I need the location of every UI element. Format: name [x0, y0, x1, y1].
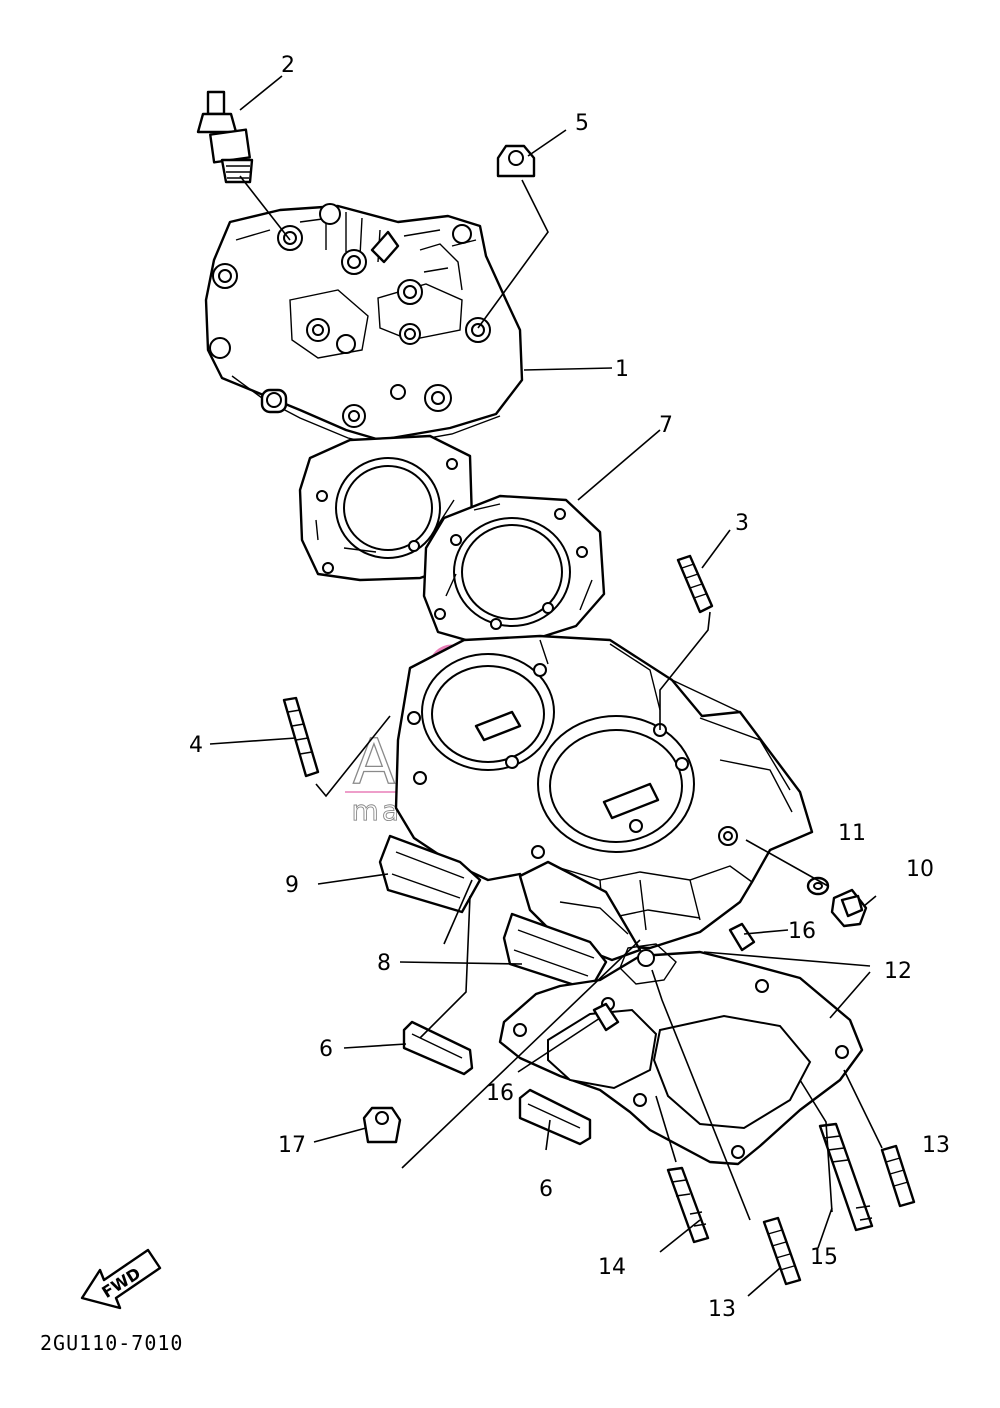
- part-label-4: 4: [189, 733, 203, 758]
- part-label-5: 5: [575, 111, 589, 136]
- cap-nut-top: [496, 144, 536, 178]
- part-label-10: 10: [906, 857, 934, 882]
- head-gasket-front: [422, 494, 606, 646]
- part-label-6-lower: 6: [539, 1177, 553, 1202]
- part-label-1: 1: [615, 357, 629, 382]
- grommet-lower: [518, 1088, 592, 1146]
- base-gasket: [498, 943, 864, 1166]
- bolt: [830, 888, 868, 928]
- spark-plug: [196, 90, 254, 184]
- part-label-7: 7: [659, 413, 673, 438]
- part-label-12: 12: [884, 959, 912, 984]
- part-label-13-right: 13: [922, 1133, 950, 1158]
- part-label-8: 8: [377, 951, 391, 976]
- washer: [806, 876, 830, 896]
- part-label-15: 15: [810, 1245, 838, 1270]
- cylinder-head: [204, 203, 524, 447]
- grommet-upper: [402, 1020, 474, 1076]
- stud-15: [818, 1122, 874, 1232]
- head-gasket-rear: [298, 434, 474, 582]
- fwd-arrow-icon: FWD: [80, 1248, 162, 1310]
- part-label-16-left: 16: [486, 1081, 514, 1106]
- leader-lines: [209, 75, 883, 1297]
- cylinder-block: [394, 634, 814, 962]
- part-label-17: 17: [278, 1133, 306, 1158]
- dowel-pin-left: [592, 1002, 620, 1032]
- stud-13-bottom: [762, 1216, 802, 1286]
- part-label-9: 9: [285, 873, 299, 898]
- stud-14: [666, 1166, 710, 1244]
- cap-nut-bottom: [362, 1106, 402, 1144]
- part-label-2: 2: [281, 53, 295, 78]
- stud-top-right: [676, 554, 714, 614]
- stud-13-right: [880, 1144, 916, 1208]
- stud-left: [282, 696, 320, 778]
- part-label-14: 14: [598, 1255, 626, 1280]
- exhaust-gasket-rear: [378, 834, 482, 914]
- part-label-16-right: 16: [788, 919, 816, 944]
- part-label-3: 3: [735, 511, 749, 536]
- diagram-code: 2GU110-7010: [40, 1331, 183, 1355]
- part-label-11: 11: [838, 821, 866, 846]
- part-labels: 2 5 1 7 3 4 9 8 11 10 16 12 6 16 17 6 13…: [189, 53, 950, 1322]
- dowel-pin-right: [728, 922, 756, 952]
- part-label-6-upper: 6: [319, 1037, 333, 1062]
- part-label-13-bottom: 13: [708, 1297, 736, 1322]
